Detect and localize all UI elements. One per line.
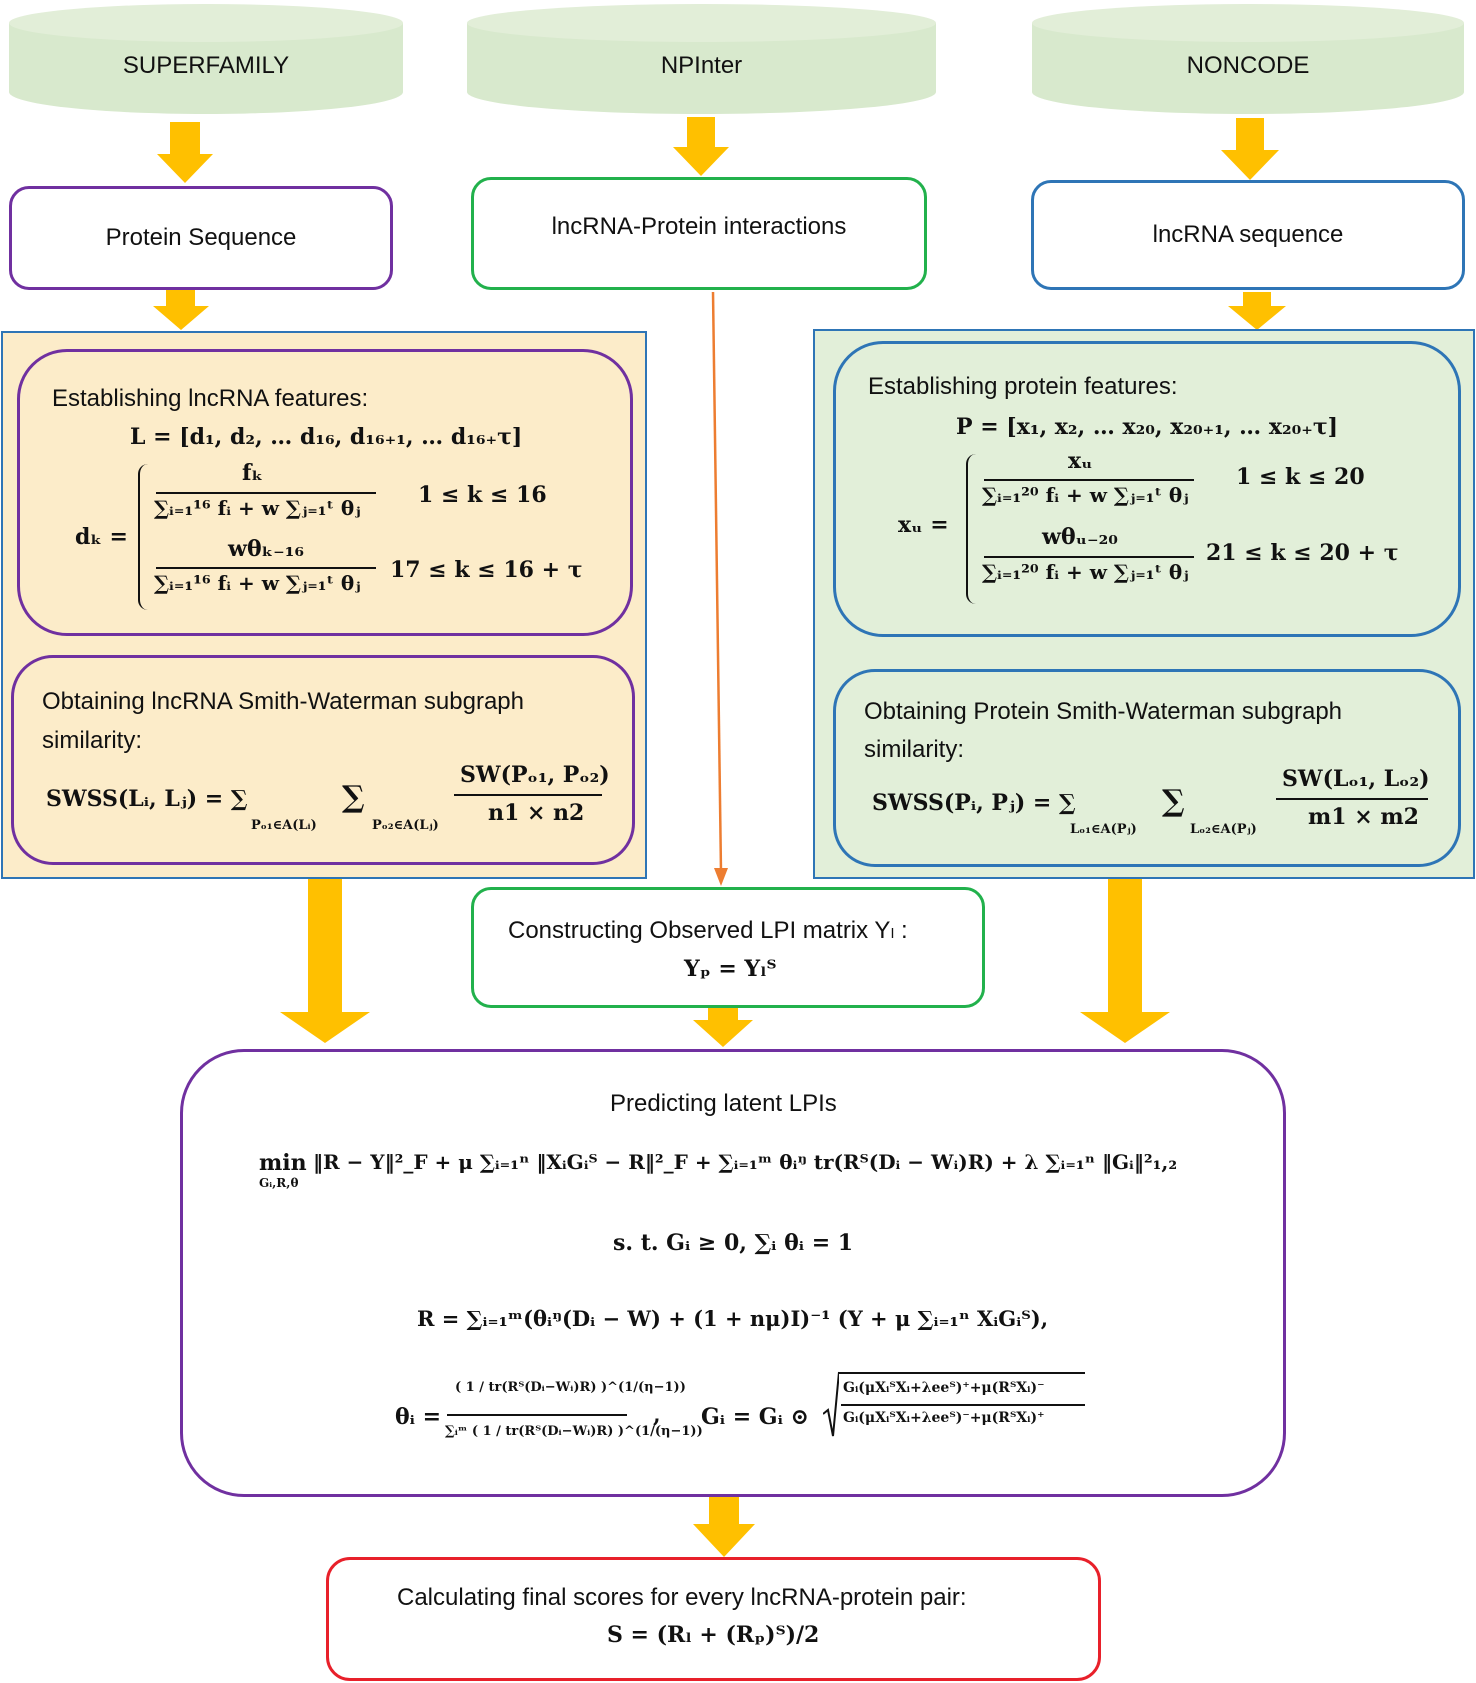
observed-lpi-box: Constructing Observed LPI matrix Yₗ : Yₚ…	[471, 887, 985, 1008]
lncrna-features-title: Establishing lncRNA features:	[52, 385, 369, 412]
arrow-interactions-thin	[711, 291, 723, 873]
protein-swss-numerator: SW(Lₒ₁, Lₒ₂)	[1282, 766, 1430, 792]
sqrt-bar	[839, 1372, 1085, 1374]
protein-swss-denominator: m1 × m2	[1308, 804, 1419, 830]
fraction-bar	[841, 1404, 1085, 1406]
lncrna-swss-sub2: Pₒ₂∈A(Lⱼ)	[372, 818, 439, 833]
objective-min-sub: Gᵢ,R,θ	[259, 1176, 299, 1190]
fraction-bar	[447, 1414, 627, 1416]
case2-denominator: ∑ᵢ₌₁²⁰ fᵢ + w ∑ⱼ₌₁ᵗ θⱼ	[982, 560, 1189, 584]
r-update: R = ∑ᵢ₌₁ᵐ(θᵢᵑ(Dᵢ − W) + (1 + nμ)I)⁻¹ (Y …	[417, 1306, 1049, 1331]
case1-condition: 1 ≤ k ≤ 16	[418, 482, 547, 508]
protein-sequence-label: Protein Sequence	[105, 224, 297, 251]
lncrna-sequence-label: lncRNA sequence	[1152, 221, 1344, 248]
lncrna-similarity-box: Obtaining lncRNA Smith-Waterman subgraph…	[11, 655, 635, 865]
theta-lhs: θᵢ =	[395, 1404, 442, 1430]
lncrna-swss-lhs: SWSS(Lᵢ, Lⱼ) = ∑	[46, 786, 248, 812]
database-label: NPInter	[660, 52, 743, 79]
dk-label: dₖ =	[75, 524, 128, 550]
arrow-superfamily-down	[157, 122, 213, 183]
case1-denominator: ∑ᵢ₌₁¹⁶ fᵢ + w ∑ⱼ₌₁ᵗ θⱼ	[154, 496, 361, 520]
protein-panel: Establishing protein features: P = [x₁, …	[813, 329, 1475, 879]
interactions-label: lncRNA-Protein interactions	[551, 212, 847, 240]
arrow-right-panel-down	[1080, 878, 1170, 1043]
lncrna-features-vector: L = [d₁, d₂, … d₁₆, d₁₆₊₁, … d₁₆₊τ]	[130, 424, 523, 450]
case1-numerator: fₖ	[242, 460, 263, 486]
lncrna-swss-sub1: Pₒ₁∈A(Lᵢ)	[251, 818, 317, 833]
protein-swss-lhs: SWSS(Pᵢ, Pⱼ) = ∑	[872, 790, 1076, 816]
lncrna-swss-numerator: SW(Pₒ₁, Pₒ₂)	[460, 762, 610, 788]
fraction-bar	[454, 794, 602, 796]
prediction-title: Predicting latent LPIs	[610, 1090, 837, 1117]
arrow-npinter-down	[673, 117, 729, 176]
g-lhs: Gᵢ = Gᵢ ⊙	[701, 1404, 809, 1430]
fraction-bar	[156, 492, 376, 494]
case2-numerator: wθₖ₋₁₆	[228, 536, 305, 562]
fraction-bar	[984, 479, 1194, 481]
lncrna-swss-denominator: n1 × n2	[488, 800, 585, 826]
arrow-protein-seq-down	[153, 289, 209, 330]
case2-denominator: ∑ᵢ₌₁¹⁶ fᵢ + w ∑ⱼ₌₁ᵗ θⱼ	[154, 571, 361, 595]
theta-numerator: ( 1 / tr(Rᵀ(Dᵢ−Wᵢ)R) )^(1/(η−1))	[455, 1380, 686, 1395]
final-score-box: Calculating final scores for every lncRN…	[326, 1557, 1101, 1681]
fraction-bar	[156, 567, 376, 569]
database-superfamily: SUPERFAMILY	[9, 4, 403, 114]
protein-similarity-title-2: similarity:	[864, 736, 964, 763]
theta-denominator: ∑ᵢᵐ ( 1 / tr(Rᵀ(Dᵢ−Wᵢ)R) )^(1/(η−1))	[445, 1424, 703, 1439]
xu-label: xᵤ =	[898, 512, 949, 538]
lncrna-similarity-title-2: similarity:	[42, 727, 142, 754]
case1-condition: 1 ≤ k ≤ 20	[1236, 464, 1365, 490]
protein-features-title: Establishing protein features:	[868, 373, 1178, 400]
lncrna-similarity-title: Obtaining lncRNA Smith-Waterman subgraph	[42, 688, 524, 715]
database-npinter: NPInter	[467, 4, 936, 114]
prediction-box: Predicting latent LPIs min Gᵢ,R,θ ‖R − Y…	[180, 1049, 1286, 1497]
database-label: NONCODE	[1186, 52, 1310, 79]
arrow-observed-down	[693, 1008, 753, 1047]
lncrna-sequence-box: lncRNA sequence	[1031, 180, 1465, 290]
arrow-predict-down	[693, 1493, 755, 1557]
database-label: SUPERFAMILY	[122, 52, 290, 79]
database-noncode: NONCODE	[1032, 4, 1464, 114]
objective-min: min	[259, 1150, 307, 1176]
case2-condition: 17 ≤ k ≤ 16 + τ	[390, 557, 583, 583]
g-denominator: Gᵢ(μXᵢᵀXᵢ+λeeᵀ)⁻+μ(RᵀXᵢ)⁺	[843, 1410, 1045, 1426]
lncrna-panel: Establishing lncRNA features: L = [d₁, d…	[1, 331, 647, 879]
observed-lpi-eq: Yₚ = Yₗᵀ	[684, 956, 777, 982]
g-numerator: Gᵢ(μXᵢᵀXᵢ+λeeᵀ)⁺+μ(RᵀXᵢ)⁻	[843, 1380, 1045, 1396]
arrow-left-panel-down	[280, 878, 370, 1043]
observed-lpi-title: Constructing Observed LPI matrix Yₗ :	[508, 917, 908, 944]
case-brace	[966, 454, 980, 604]
protein-swss-sub2: Lₒ₂∈A(Pⱼ)	[1190, 822, 1257, 837]
protein-sequence-box: Protein Sequence	[9, 186, 393, 290]
fraction-bar	[984, 556, 1194, 558]
final-score-eq: S = (Rₗ + (Rₚ)ᵀ)/2	[607, 1622, 820, 1648]
interactions-box: lncRNA-Protein interactions	[471, 177, 927, 290]
arrow-lncrna-seq-down	[1228, 292, 1286, 330]
constraint: s. t. Gᵢ ≥ 0, ∑ᵢ θᵢ = 1	[613, 1230, 854, 1256]
lncrna-swss-sum2: ∑	[342, 780, 365, 815]
fraction-bar	[1276, 798, 1428, 800]
protein-similarity-box: Obtaining Protein Smith-Waterman subgrap…	[833, 669, 1461, 867]
case2-condition: 21 ≤ k ≤ 20 + τ	[1206, 540, 1399, 566]
protein-swss-sub1: Lₒ₁∈A(Pⱼ)	[1070, 822, 1137, 837]
case-brace	[138, 464, 152, 610]
theta-comma: ,	[653, 1402, 661, 1428]
objective-expression: ‖R − Y‖²_F + μ ∑ᵢ₌₁ⁿ ‖XᵢGᵢᵀ − R‖²_F + ∑ᵢ…	[313, 1150, 1178, 1174]
arrow-noncode-down	[1221, 118, 1279, 180]
final-score-title: Calculating final scores for every lncRN…	[397, 1584, 967, 1611]
lncrna-features-box: Establishing lncRNA features: L = [d₁, d…	[17, 349, 633, 636]
protein-similarity-title: Obtaining Protein Smith-Waterman subgrap…	[864, 698, 1343, 725]
protein-features-box: Establishing protein features: P = [x₁, …	[833, 341, 1461, 637]
protein-features-vector: P = [x₁, x₂, … x₂₀, x₂₀₊₁, … x₂₀₊τ]	[956, 414, 1339, 440]
sqrt-sign	[823, 1370, 839, 1440]
protein-swss-sum2: ∑	[1162, 784, 1185, 819]
case1-numerator: xᵤ	[1068, 448, 1093, 474]
case2-numerator: wθᵤ₋₂₀	[1042, 524, 1118, 550]
case1-denominator: ∑ᵢ₌₁²⁰ fᵢ + w ∑ⱼ₌₁ᵗ θⱼ	[982, 483, 1189, 507]
